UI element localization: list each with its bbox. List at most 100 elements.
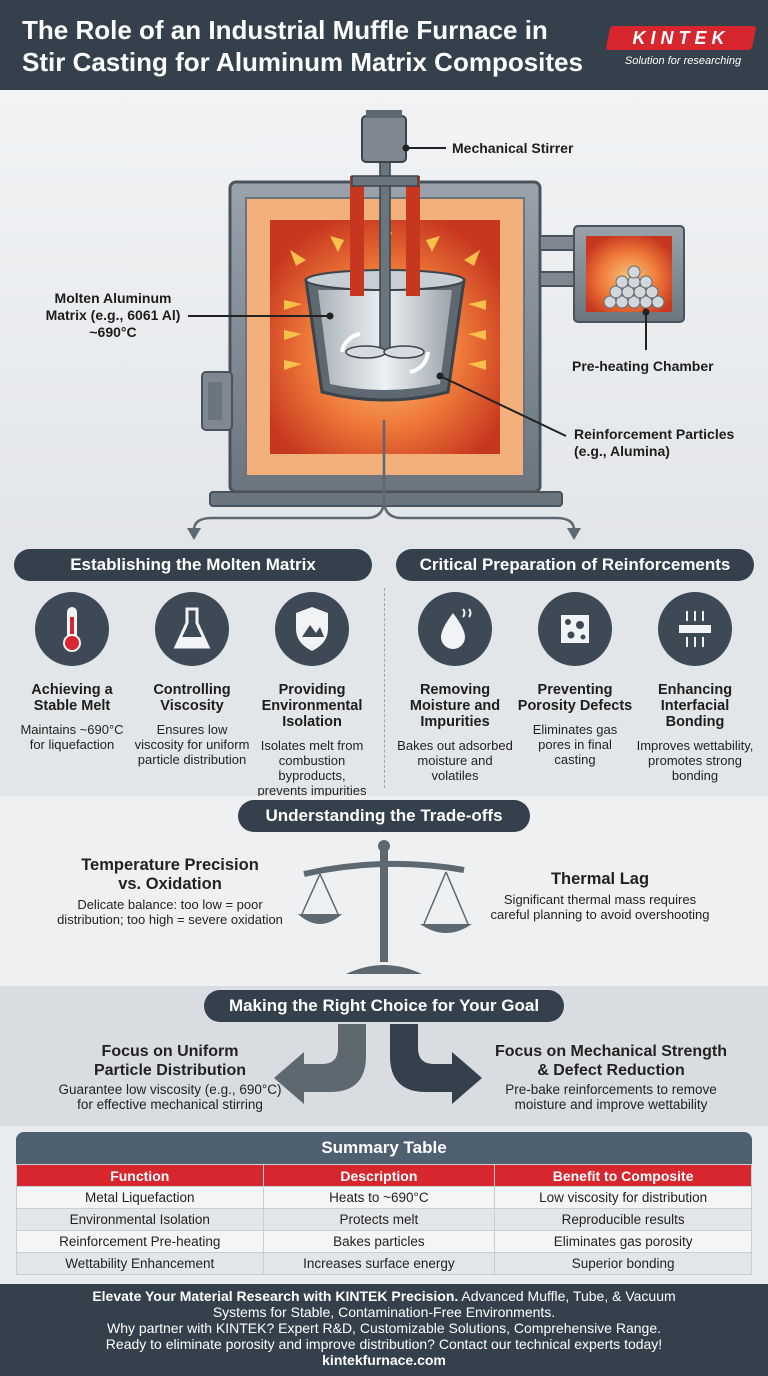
reinf-line-1: Reinforcement Particles [574, 426, 735, 442]
feature-title: Removing Moisture and Impurities [409, 682, 501, 730]
feature-isolation: Providing Environmental Isolation Isolat… [253, 592, 371, 798]
choice-left-title-1: Focus on Uniform [101, 1043, 239, 1060]
table-cell: Eliminates gas porosity [494, 1230, 752, 1253]
matrix-line-3: ~690°C [89, 324, 137, 340]
feature-desc: Improves wettability, promotes strong bo… [636, 738, 754, 783]
table-cell: Reproducible results [494, 1208, 752, 1231]
feature-porosity: Preventing Porosity Defects Eliminates g… [516, 592, 634, 767]
kintek-logo[interactable]: KINTEK [605, 26, 757, 50]
footer-line-1: Elevate Your Material Research with KINT… [0, 1288, 768, 1304]
footer-headline: Elevate Your Material Research with KINT… [92, 1288, 459, 1304]
water-drop-icon [418, 592, 492, 666]
table-cell: Increases surface energy [262, 1252, 496, 1275]
feature-desc: Maintains ~690°C for liquefaction [20, 722, 124, 752]
shield-icon [275, 592, 349, 666]
tradeoff-left-title-2: vs. Oxidation [118, 875, 222, 893]
table-cell: Metal Liquefaction [16, 1186, 264, 1209]
choice-right-desc: Pre-bake reinforcements to remove moistu… [486, 1082, 736, 1112]
title-line-2: Stir Casting for Aluminum Matrix Composi… [22, 47, 583, 77]
porous-cube-icon [538, 592, 612, 666]
table-cell: Heats to ~690°C [262, 1186, 496, 1209]
feature-title: Preventing Porosity Defects [517, 682, 633, 714]
feature-desc: Bakes out adsorbed moisture and volatile… [397, 738, 513, 783]
table-header-row: Function Description Benefit to Composit… [16, 1164, 752, 1187]
matrix-line-2: Matrix (e.g., 6061 Al) [45, 307, 181, 323]
choice-left-title-2: Particle Distribution [93, 1062, 247, 1079]
choice-right-title: Focus on Mechanical Strength & Defect Re… [486, 1042, 736, 1080]
label-mechanical-stirrer: Mechanical Stirrer [452, 140, 574, 156]
tradeoff-left-desc: Delicate balance: too low = poor distrib… [57, 897, 283, 927]
choice-left-desc: Guarantee low viscosity (e.g., 690°C) fo… [30, 1082, 310, 1112]
feature-stable-melt: Achieving a Stable Melt Maintains ~690°C… [13, 592, 131, 752]
branch-arrow-right [382, 499, 576, 531]
footer-line-2: Systems for Stable, Contamination-Free E… [212, 1304, 556, 1320]
feature-title: Achieving a Stable Melt [31, 682, 113, 714]
table-cell: Superior bonding [494, 1252, 752, 1275]
header: The Role of an Industrial Muffle Furnace… [0, 0, 768, 90]
tradeoff-right-title: Thermal Lag [550, 870, 650, 888]
table-cell: Protects melt [262, 1208, 496, 1231]
table-row: Reinforcement Pre-heating Bakes particle… [16, 1230, 752, 1253]
column-header: Function [16, 1164, 264, 1187]
table-cell: Bakes particles [262, 1230, 496, 1253]
section-divider [384, 588, 385, 788]
reinf-line-2: (e.g., Alumina) [574, 443, 670, 459]
tradeoff-left-title: Temperature Precision vs. Oxidation [60, 856, 280, 894]
page-title: The Role of an Industrial Muffle Furnace… [22, 14, 602, 78]
branch-arrow-left [192, 420, 386, 531]
stirrer-heat-column [350, 176, 364, 296]
bonding-icon [658, 592, 732, 666]
summary-table-grid: Function Description Benefit to Composit… [16, 1164, 752, 1275]
choice-right-desc-1: Pre-bake reinforcements to remove [505, 1082, 717, 1097]
swirl-arrow [340, 332, 361, 353]
table-cell: Reinforcement Pre-heating [16, 1230, 264, 1253]
table-title: Summary Table [16, 1132, 752, 1164]
label-preheating-chamber: Pre-heating Chamber [572, 358, 714, 374]
furnace-diagram: Mechanical Stirrer Molten Aluminum Matri… [0, 90, 768, 540]
choice-right-title-2: & Defect Reduction [537, 1062, 685, 1079]
section-reinforcements: Critical Preparation of Reinforcements [396, 549, 754, 581]
furnace-base [209, 491, 563, 507]
footer-line-4: Ready to eliminate porosity and improve … [105, 1336, 663, 1352]
label-reinforcement-particles: Reinforcement Particles (e.g., Alumina) [574, 426, 734, 460]
footer-line-3: Why partner with KINTEK? Expert R&D, Cus… [106, 1320, 661, 1336]
footer-line-1-rest: Advanced Muffle, Tube, & Vacuum [458, 1288, 676, 1304]
choice-right-title-1: Focus on Mechanical Strength [494, 1043, 728, 1060]
tradeoff-right-desc: Significant thermal mass requires carefu… [490, 892, 710, 922]
feature-viscosity: Controlling Viscosity Ensures low viscos… [133, 592, 251, 767]
flask-icon [155, 592, 229, 666]
balance-scale-icon [298, 840, 472, 974]
thermometer-icon [35, 592, 109, 666]
furnace-illustration [187, 110, 685, 540]
table-row: Wettability Enhancement Increases surfac… [16, 1252, 752, 1275]
section-tradeoffs: Understanding the Trade-offs [238, 800, 530, 832]
logo-tagline: Solution for researching [624, 55, 742, 67]
footer: Elevate Your Material Research with KINT… [0, 1284, 768, 1376]
column-header: Description [262, 1164, 496, 1187]
column-header: Benefit to Composite [494, 1164, 752, 1187]
feature-desc: Ensures low viscosity for uniform partic… [134, 722, 250, 767]
table-row: Environmental Isolation Protects melt Re… [16, 1208, 752, 1231]
reinforcement-particles [603, 265, 665, 309]
website-link[interactable]: kintekfurnace.com [322, 1352, 446, 1368]
table-row: Metal Liquefaction Heats to ~690°C Low v… [16, 1186, 752, 1209]
choice-left-title: Focus on Uniform Particle Distribution [50, 1042, 290, 1080]
stirrer-motor [361, 115, 407, 163]
choice-right-desc-2: moisture and improve wettability [514, 1097, 708, 1112]
feature-desc: Eliminates gas pores in final casting [532, 722, 618, 767]
stirrer-blade [345, 345, 387, 359]
section-molten-matrix: Establishing the Molten Matrix [14, 549, 372, 581]
table-cell: Environmental Isolation [16, 1208, 264, 1231]
section-choice: Making the Right Choice for Your Goal [204, 990, 564, 1022]
feature-title: Enhancing Interfacial Bonding [657, 682, 733, 730]
tradeoff-left-title-1: Temperature Precision [81, 856, 259, 874]
summary-table: Summary Table Function Description Benef… [16, 1132, 752, 1275]
label-molten-matrix: Molten Aluminum Matrix (e.g., 6061 Al) ~… [38, 290, 188, 341]
feature-bonding: Enhancing Interfacial Bonding Improves w… [636, 592, 754, 783]
fork-arrows-icon [274, 1024, 482, 1104]
title-line-1: The Role of an Industrial Muffle Furnace… [22, 15, 548, 45]
feature-title: Providing Environmental Isolation [261, 682, 363, 730]
table-cell: Low viscosity for distribution [494, 1186, 752, 1209]
feature-moisture: Removing Moisture and Impurities Bakes o… [396, 592, 514, 783]
logo-text: KINTEK [632, 28, 730, 48]
